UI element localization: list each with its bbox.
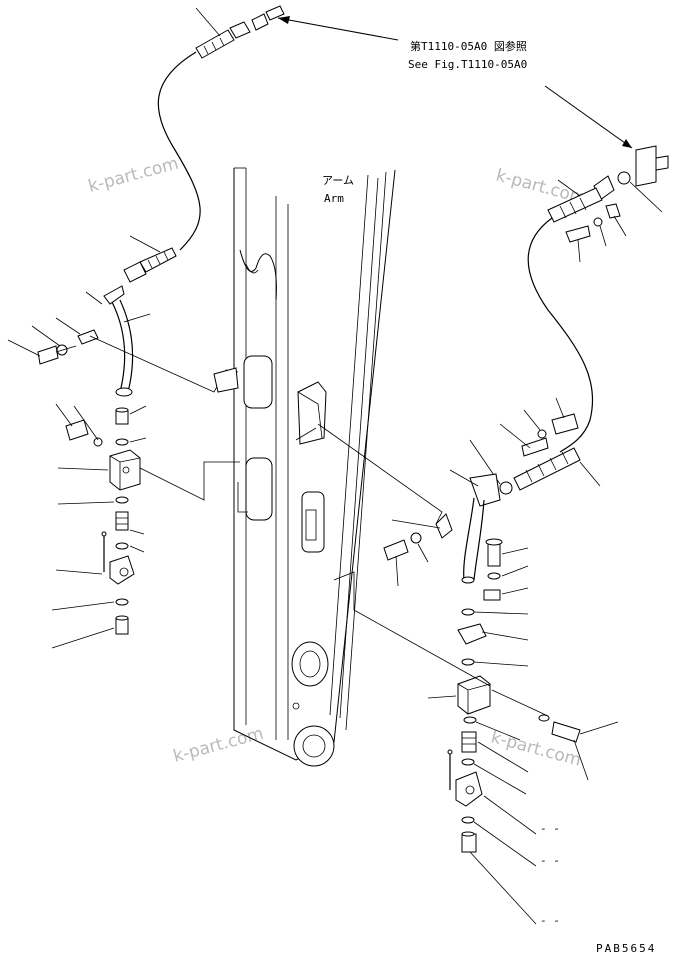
reference-arrowhead	[278, 16, 290, 24]
left-ball-valve	[109, 555, 135, 585]
part-number-placeholder-1: - -	[540, 822, 560, 835]
left-nut	[229, 21, 251, 39]
left-o-ring-1	[115, 438, 129, 446]
watermarks: k-part.com k-part.com k-part.com k-part.…	[86, 154, 588, 771]
arm-structure	[233, 167, 396, 767]
reference-text-en: See Fig.T1110-05A0	[408, 58, 527, 71]
part-number-placeholder-3: - -	[540, 914, 560, 927]
right-bracket	[635, 145, 657, 187]
drawing-code: PAB5654	[596, 942, 656, 955]
arm-label-jp: アーム	[322, 174, 354, 187]
reference-leader	[277, 17, 399, 41]
right-hose-assembly	[295, 145, 669, 925]
reference-leader-right	[544, 85, 633, 149]
right-valve-block	[457, 675, 491, 715]
watermark-bottom-left: k-part.com	[171, 724, 266, 767]
reference-text-jp: 第T1110-05A0 図参照	[410, 39, 527, 53]
left-hose-line	[157, 51, 201, 251]
watermark-top-left: k-part.com	[86, 154, 181, 197]
right-hose-line	[527, 217, 594, 453]
part-number-placeholder-2: - -	[540, 854, 560, 867]
reference-arrowhead-right	[622, 139, 632, 148]
arm-label-en: Arm	[324, 192, 344, 205]
left-fitting-top	[265, 5, 285, 21]
left-hose-assembly	[7, 5, 285, 649]
left-adapter	[251, 13, 269, 31]
right-ball-valve	[455, 771, 483, 807]
left-valve-block	[109, 449, 141, 491]
left-hose-top-end	[195, 29, 235, 59]
